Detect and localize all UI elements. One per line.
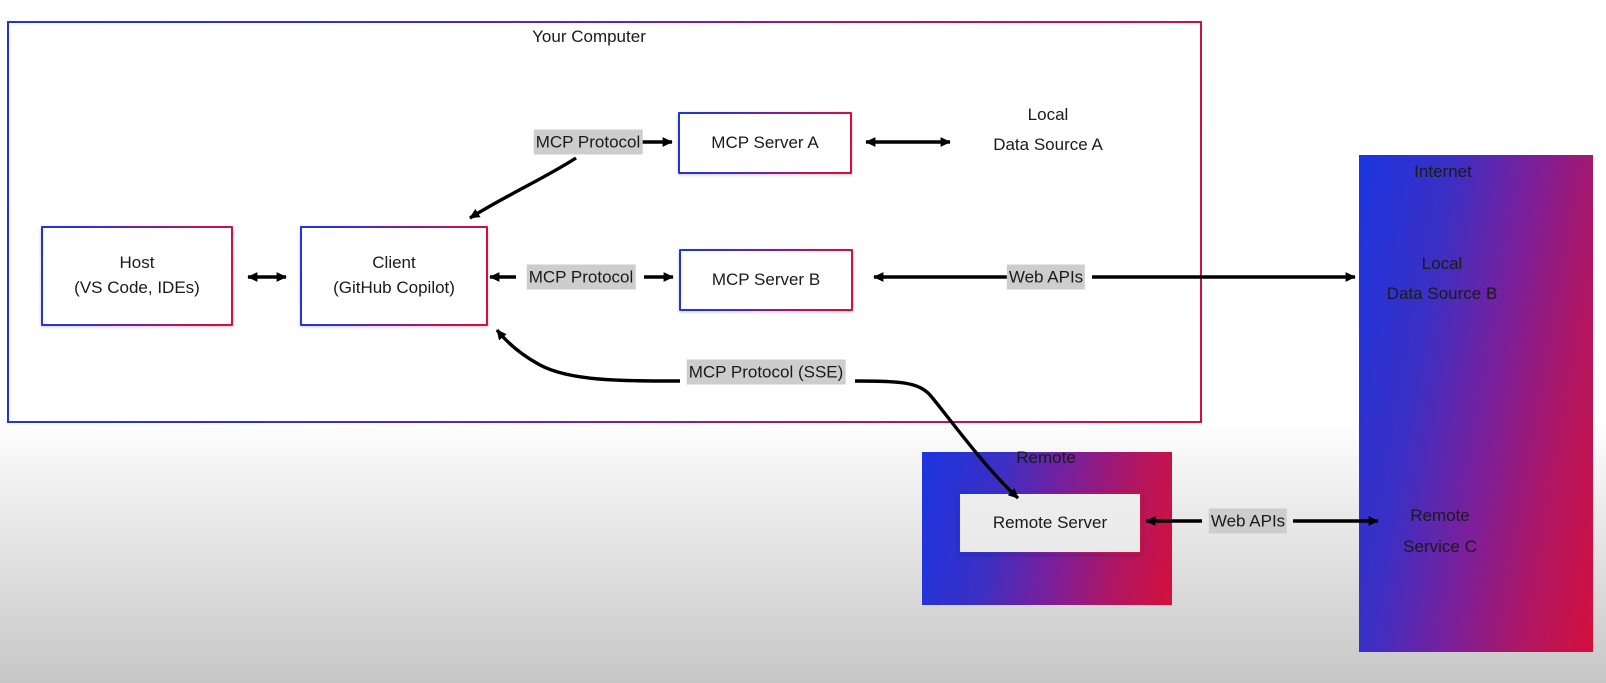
container-your-computer-title: Your Computer — [532, 27, 646, 46]
node-remote-service-c-label: Remote Service C — [1383, 500, 1497, 562]
node-mcp-server-b-label: MCP Server B — [711, 269, 821, 289]
container-internet — [1359, 155, 1593, 652]
node-remote-server[interactable]: Remote Server — [958, 492, 1142, 554]
node-mcp-server-a[interactable]: MCP Server A — [678, 112, 852, 174]
node-client-line-1: Client — [372, 253, 416, 273]
container-your-computer — [7, 21, 1202, 423]
node-host-line-1: Host — [119, 253, 155, 273]
edge-label-remote-server-service-c: Web APIs — [1208, 508, 1288, 534]
node-client-line-2: (GitHub Copilot) — [333, 278, 455, 297]
edge-client-mcp-server-a — [469, 156, 577, 220]
label-line-2: Data Source B — [1386, 284, 1498, 303]
label-line-2: Data Source A — [993, 135, 1103, 154]
label-line-1: Remote — [1410, 506, 1470, 525]
node-host-line-2: (VS Code, IDEs) — [74, 278, 200, 297]
background-gradient — [0, 418, 1606, 683]
container-internet-title: Internet — [1414, 162, 1472, 181]
node-client[interactable]: Client (GitHub Copilot) — [300, 226, 488, 326]
label-line-2: Service C — [1403, 537, 1477, 556]
edge-label-client-mcp-server-b: MCP Protocol — [526, 264, 636, 290]
node-local-data-source-b-label: Local Data Source B — [1362, 249, 1522, 309]
node-local-data-source-a-label: Local Data Source A — [964, 100, 1132, 160]
edge-client-sse — [495, 328, 681, 383]
edge-label-client-mcp-server-a: MCP Protocol — [533, 129, 643, 155]
edge-label-client-remote-server: MCP Protocol (SSE) — [686, 359, 846, 385]
node-mcp-server-a-label: MCP Server A — [711, 132, 819, 152]
container-remote-title: Remote — [1016, 448, 1076, 467]
label-line-1: Local — [1421, 254, 1463, 273]
node-host[interactable]: Host (VS Code, IDEs) — [41, 226, 233, 326]
node-remote-server-label: Remote Server — [992, 512, 1108, 532]
node-mcp-server-b[interactable]: MCP Server B — [679, 249, 853, 311]
edge-client-remote-server — [854, 379, 1020, 500]
edge-label-mcp-server-b-data-b: Web APIs — [1006, 264, 1086, 290]
label-line-1: Local — [1027, 105, 1069, 124]
